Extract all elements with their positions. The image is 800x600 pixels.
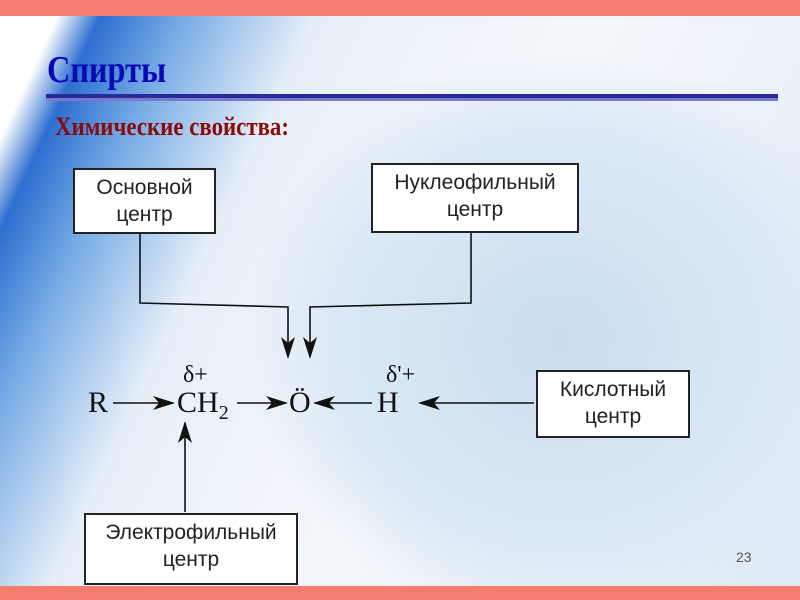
box-line: Электрофильный (105, 521, 277, 544)
atom-r: R (88, 386, 109, 419)
atom-hydrogen: H (377, 386, 399, 419)
group-ch2: CH2 (177, 386, 229, 425)
ch-text: CH (177, 386, 219, 419)
basic-center-box: Основной центр (73, 168, 216, 234)
nucleophilic-center-box: Нуклеофильный центр (371, 163, 579, 233)
box-line: Основной (96, 176, 193, 199)
atom-oxygen: Ö (289, 386, 311, 419)
slide-subtitle: Химические свойства: (55, 112, 289, 141)
box-line: центр (116, 203, 173, 226)
page-number: 23 (736, 549, 752, 565)
basic-center-connector (139, 233, 295, 359)
subscript-2: 2 (218, 402, 229, 424)
top-bar (0, 0, 800, 16)
electrophilic-center-box: Электрофильный центр (84, 513, 298, 585)
partial-charge-h: δ'+ (386, 362, 416, 388)
slide-title: Спирты (47, 49, 167, 91)
nucleophilic-center-connector (303, 232, 472, 359)
title-divider (46, 94, 778, 98)
box-line: центр (162, 548, 220, 571)
box-line: Нуклеофильный (394, 171, 556, 194)
title-divider-light (46, 98, 778, 101)
box-line: Кислотный (559, 378, 667, 401)
box-line: центр (584, 405, 642, 428)
partial-charge-c: δ+ (183, 362, 208, 388)
bottom-bar (0, 586, 800, 600)
acidic-center-box: Кислотный центр (536, 370, 690, 438)
box-line: центр (446, 198, 504, 221)
